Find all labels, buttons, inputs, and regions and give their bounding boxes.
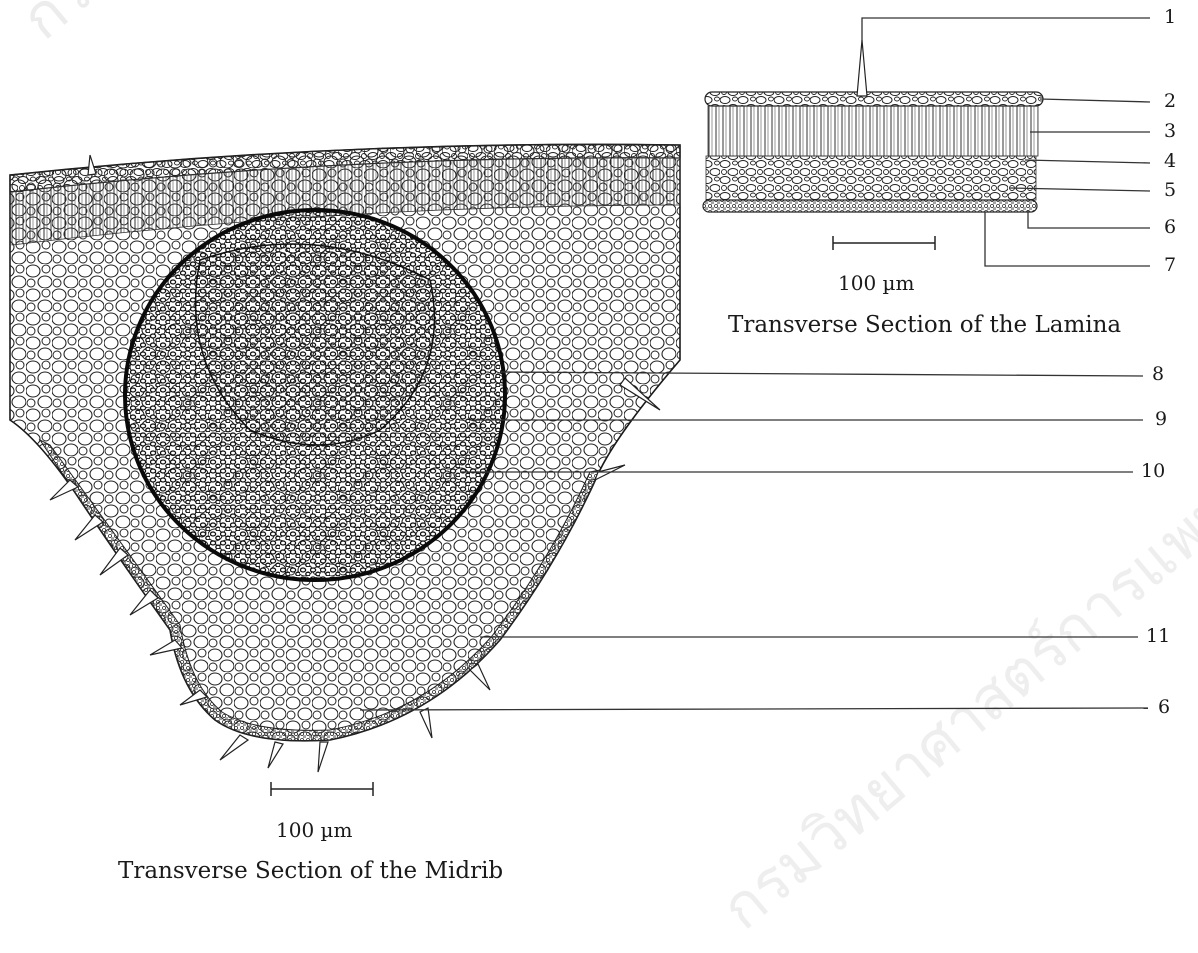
leader-line-4: [1025, 160, 1150, 163]
leader-line-7: [985, 212, 1150, 266]
callout-number: 6: [1164, 216, 1176, 238]
lamina-section: [703, 40, 1043, 212]
leader-line-1: [862, 18, 1150, 42]
histology-drawing: [0, 0, 1198, 896]
midrib-scale-label: 100 µm: [276, 818, 353, 842]
callout-number: 6: [1158, 696, 1170, 718]
callout-number: 8: [1152, 363, 1164, 385]
figure-canvas: กรมวิทยาศาสตร์การแพทย์ กรมวิทยาศาสตร์การ…: [0, 0, 1198, 896]
midrib-scale-bar: [271, 782, 373, 796]
midrib-caption: Transverse Section of the Midrib: [118, 858, 503, 884]
callout-number: 3: [1164, 120, 1176, 142]
lamina-scale-bar: [833, 236, 935, 250]
midrib-section: [10, 144, 680, 772]
callout-number: 4: [1164, 150, 1176, 172]
leader-line-6b: [360, 708, 1148, 710]
callout-number: 2: [1164, 90, 1176, 112]
callout-number: 1: [1164, 6, 1176, 28]
callout-number: 9: [1155, 408, 1167, 430]
leader-line-6a: [1028, 210, 1150, 228]
lamina-scale-label: 100 µm: [838, 271, 915, 295]
callout-number: 10: [1141, 460, 1165, 482]
callout-number: 5: [1164, 179, 1176, 201]
lamina-caption: Transverse Section of the Lamina: [728, 312, 1121, 338]
leader-line-2: [1040, 99, 1150, 102]
callout-number: 7: [1164, 254, 1176, 276]
callout-number: 11: [1146, 625, 1170, 647]
